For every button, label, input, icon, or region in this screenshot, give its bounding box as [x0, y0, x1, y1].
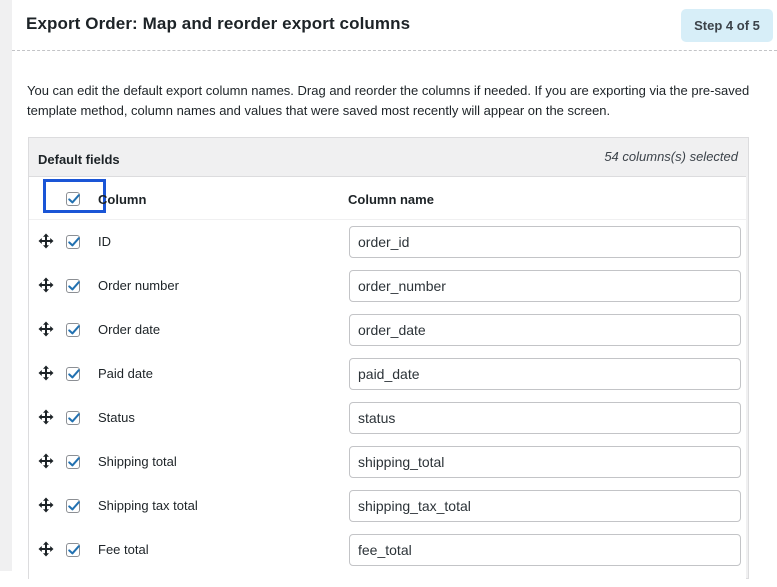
- field-label: Order number: [98, 278, 179, 293]
- move-arrows-icon[interactable]: [38, 541, 54, 557]
- field-label: Status: [98, 410, 135, 425]
- field-row: Order date: [29, 308, 746, 352]
- field-checkbox[interactable]: [66, 411, 80, 425]
- column-name-input[interactable]: [349, 446, 741, 478]
- default-fields-box: Default fields 54 columns(s) selected Co…: [28, 137, 749, 587]
- field-checkbox[interactable]: [66, 367, 80, 381]
- step-header: Export Order: Map and reorder export col…: [12, 0, 777, 51]
- field-checkbox[interactable]: [66, 499, 80, 513]
- field-checkbox[interactable]: [66, 323, 80, 337]
- field-row: Fee total: [29, 528, 746, 572]
- move-arrows-icon[interactable]: [38, 277, 54, 293]
- move-arrows-icon[interactable]: [38, 321, 54, 337]
- field-checkbox[interactable]: [66, 543, 80, 557]
- checkmark-icon: [68, 501, 80, 511]
- field-label: Shipping tax total: [98, 498, 198, 513]
- field-row: ID: [29, 220, 746, 264]
- field-row: Shipping total: [29, 440, 746, 484]
- field-label: Order date: [98, 322, 161, 337]
- checkmark-icon: [68, 194, 80, 204]
- move-arrows-icon[interactable]: [38, 365, 54, 381]
- checkmark-icon: [68, 281, 80, 291]
- field-row: Order number: [29, 264, 746, 308]
- select-all-checkbox[interactable]: [66, 192, 80, 206]
- column-name-input[interactable]: [349, 314, 741, 346]
- default-fields-label: Default fields: [38, 152, 120, 167]
- checkmark-icon: [68, 457, 80, 467]
- column-name-input[interactable]: [349, 270, 741, 302]
- left-gutter: [0, 0, 12, 571]
- checkmark-icon: [68, 325, 80, 335]
- move-arrows-icon[interactable]: [38, 233, 54, 249]
- field-label: Paid date: [98, 366, 153, 381]
- field-row: Paid date: [29, 352, 746, 396]
- export-step-panel: Export Order: Map and reorder export col…: [12, 0, 777, 587]
- field-checkbox[interactable]: [66, 235, 80, 249]
- step-description: You can edit the default export column n…: [27, 83, 750, 118]
- column-name-input[interactable]: [349, 358, 741, 390]
- field-label: Fee total: [98, 542, 149, 557]
- checkmark-icon: [68, 369, 80, 379]
- field-checkbox[interactable]: [66, 279, 80, 293]
- column-name-header: Column name: [348, 192, 434, 207]
- columns-table-header: Column Column name: [29, 177, 746, 220]
- field-row: Shipping tax total: [29, 484, 746, 528]
- columns-table: Column Column name ID Order n: [29, 176, 746, 587]
- selected-count: 54 columns(s) selected: [604, 149, 738, 164]
- field-label: ID: [98, 234, 111, 249]
- column-name-input[interactable]: [349, 226, 741, 258]
- checkmark-icon: [68, 413, 80, 423]
- move-arrows-icon[interactable]: [38, 497, 54, 513]
- field-checkbox[interactable]: [66, 455, 80, 469]
- column-header: Column: [98, 192, 147, 207]
- column-name-input[interactable]: [349, 490, 741, 522]
- move-arrows-icon[interactable]: [38, 453, 54, 469]
- step-badge: Step 4 of 5: [681, 9, 773, 42]
- page-title: Export Order: Map and reorder export col…: [26, 14, 411, 33]
- checkmark-icon: [68, 237, 80, 247]
- column-name-input[interactable]: [349, 402, 741, 434]
- field-row: Status: [29, 396, 746, 440]
- column-name-input[interactable]: [349, 534, 741, 566]
- move-arrows-icon[interactable]: [38, 409, 54, 425]
- select-all-focus-ring: [43, 179, 106, 213]
- field-label: Shipping total: [98, 454, 177, 469]
- checkmark-icon: [68, 545, 80, 555]
